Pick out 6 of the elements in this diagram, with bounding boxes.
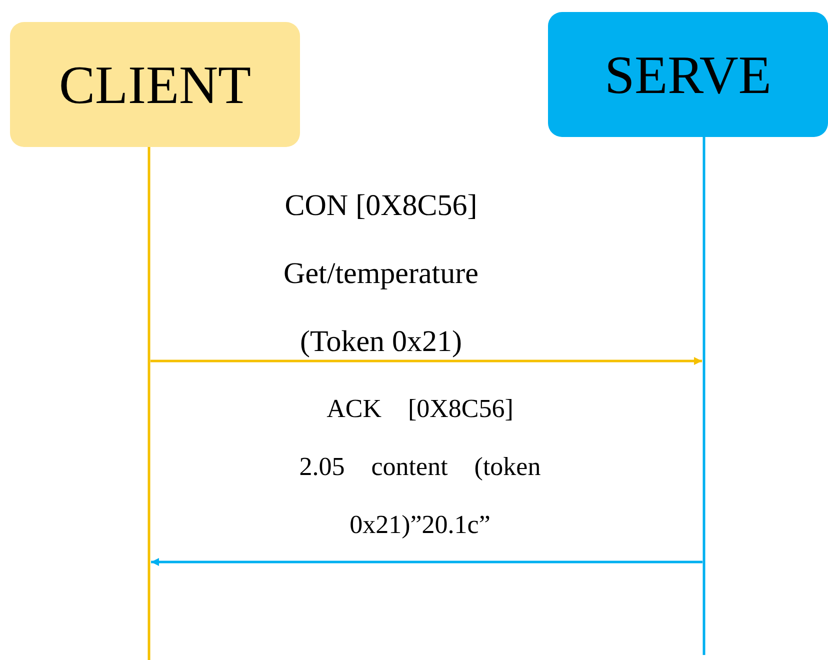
participant-name: CLIENT [59, 54, 251, 116]
edge-label: CON [0X8C56] Get/temperature (Token 0x21) [282, 188, 480, 360]
participant-name: SERVE [604, 44, 772, 106]
message-arrow [150, 357, 702, 365]
message-arrow [151, 558, 702, 566]
edge-label: ACK [0X8C56] 2.05 content (token 0x21)”20.1c” [298, 393, 542, 541]
